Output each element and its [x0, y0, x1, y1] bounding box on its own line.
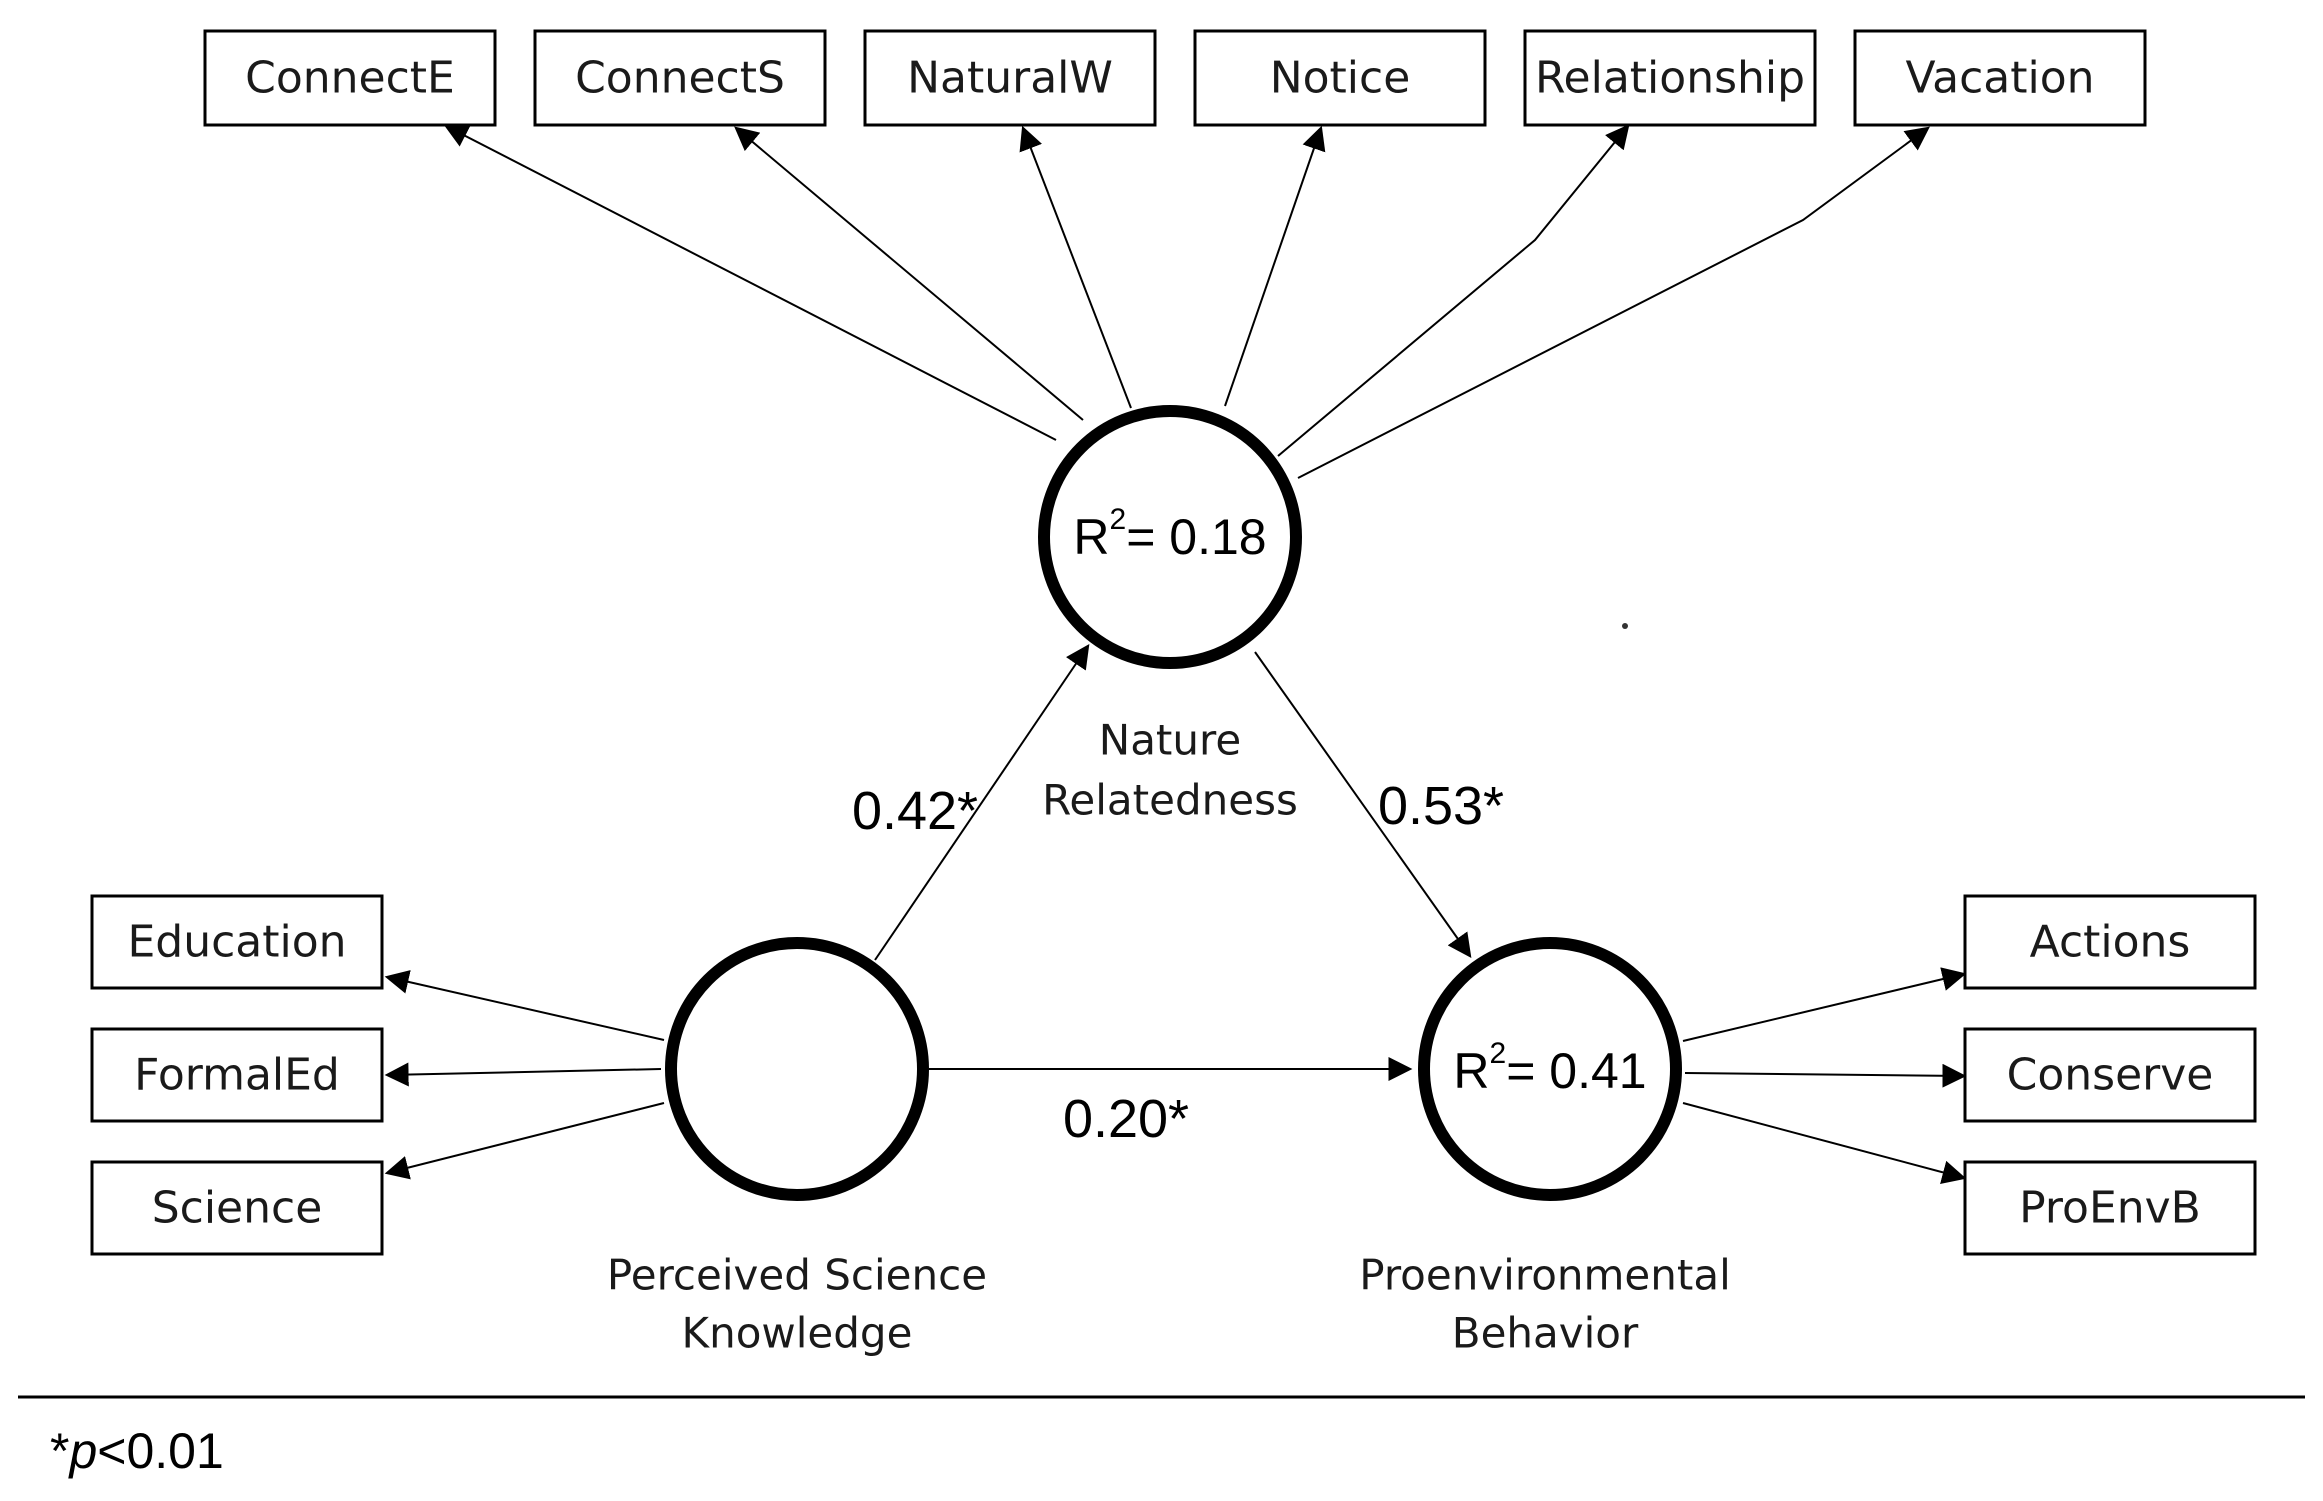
latent-circle-behavior: [1418, 937, 1682, 1201]
indicator-conserve: Conserve: [1963, 1027, 2257, 1123]
indicator-education: Education: [90, 894, 384, 990]
svg-text:Conserve: Conserve: [2007, 1050, 2214, 1101]
science-indicators: Education FormalEd Science: [90, 894, 384, 1256]
svg-text:Education: Education: [127, 917, 346, 968]
svg-text:ConnectS: ConnectS: [575, 53, 785, 104]
indicator-connects: ConnectS: [533, 29, 827, 127]
construct-name-science-line1: Perceived Science: [607, 1251, 987, 1300]
arrow-nature-connects: [734, 126, 1084, 421]
path-science-to-nature: [874, 644, 1090, 961]
footnote: *p<0.01: [50, 1423, 224, 1479]
arrow-behavior-actions: [1682, 967, 1967, 1042]
svg-text:FormalEd: FormalEd: [134, 1050, 340, 1101]
path-nature-to-behavior: [1254, 651, 1472, 958]
coefficient-science-to-behavior: 0.20*: [1063, 1089, 1189, 1149]
construct-name-science-line2: Knowledge: [682, 1309, 913, 1358]
svg-text:ProEnvB: ProEnvB: [2019, 1183, 2201, 1234]
construct-name-nature-line2: Relatedness: [1042, 776, 1298, 825]
indicator-notice: Notice: [1193, 29, 1487, 127]
svg-text:ConnectE: ConnectE: [245, 53, 455, 104]
arrow-nature-relationship: [1277, 124, 1630, 457]
nature-indicators: ConnectE ConnectS NaturalW Notice Relati…: [203, 29, 2147, 127]
r2-nature: R2= 0.18: [1073, 503, 1266, 566]
latent-circle-nature: [1038, 405, 1302, 669]
indicator-formaled: FormalEd: [90, 1027, 384, 1123]
indicator-vacation: Vacation: [1853, 29, 2147, 127]
construct-name-behavior-line2: Behavior: [1452, 1309, 1639, 1358]
nature-indicator-arrows: [443, 124, 1930, 479]
arrow-science-education: [384, 970, 665, 1041]
svg-text:Notice: Notice: [1270, 53, 1411, 104]
arrow-nature-naturalw: [1019, 125, 1132, 409]
stray-dot: [1622, 623, 1628, 629]
structural-paths: [874, 644, 1472, 1081]
arrow-behavior-proenvb: [1682, 1102, 1967, 1185]
svg-text:Actions: Actions: [2030, 917, 2191, 968]
coefficient-science-to-nature: 0.42*: [852, 781, 978, 841]
construct-name-nature-line1: Nature: [1099, 716, 1241, 765]
svg-text:Relationship: Relationship: [1535, 53, 1805, 104]
indicator-naturalw: NaturalW: [863, 29, 1157, 127]
indicator-relationship: Relationship: [1523, 29, 1817, 127]
science-indicator-arrows: [384, 970, 665, 1180]
arrow-science-formaled: [384, 1062, 662, 1087]
indicator-actions: Actions: [1963, 894, 2257, 990]
indicator-proenvb: ProEnvB: [1963, 1160, 2257, 1256]
construct-name-behavior-line1: Proenvironmental: [1359, 1251, 1731, 1300]
indicator-connecte: ConnectE: [203, 29, 497, 127]
indicator-science: Science: [90, 1160, 384, 1256]
svg-text:Science: Science: [152, 1183, 323, 1234]
arrow-nature-vacation: [1297, 126, 1930, 479]
behavior-indicators: Actions Conserve ProEnvB: [1963, 894, 2257, 1256]
coefficient-nature-to-behavior: 0.53*: [1378, 776, 1504, 836]
construct-proenvironmental-behavior: R2= 0.41: [1418, 937, 1682, 1201]
svg-text:NaturalW: NaturalW: [907, 53, 1113, 104]
construct-nature-relatedness: R2= 0.18: [1038, 405, 1302, 669]
latent-circle-science: [665, 937, 929, 1201]
behavior-indicator-arrows: [1682, 967, 1967, 1185]
r2-behavior: R2= 0.41: [1453, 1037, 1646, 1100]
arrow-science-science: [384, 1102, 665, 1180]
arrow-nature-notice: [1224, 125, 1326, 407]
construct-perceived-science-knowledge: [665, 937, 929, 1201]
arrow-behavior-conserve: [1684, 1063, 1967, 1088]
arrow-nature-connecte: [443, 124, 1057, 441]
svg-text:Vacation: Vacation: [1905, 53, 2094, 104]
